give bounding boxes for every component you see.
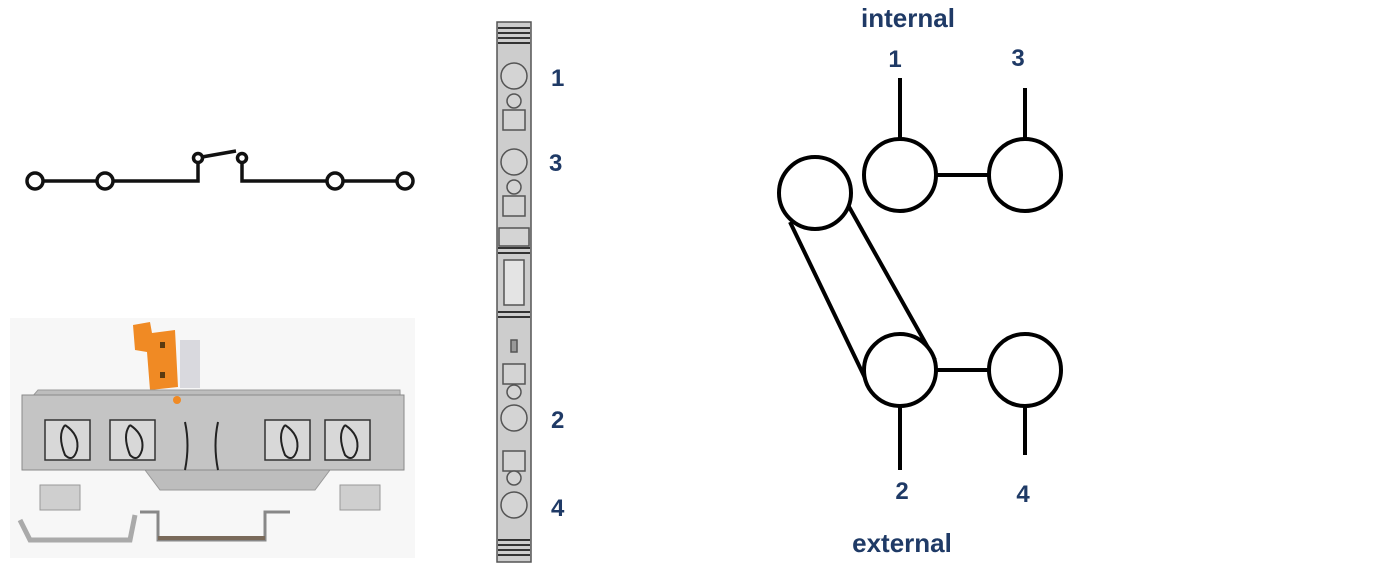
terminal-4-label: 4 <box>1016 481 1030 508</box>
strip-label-2: 2 <box>551 407 564 434</box>
terminal-1-circle <box>862 137 938 213</box>
strip-label-1: 1 <box>551 65 564 92</box>
terminal-1-label: 1 <box>888 46 901 73</box>
external-label: external <box>852 528 952 558</box>
strip-label-4: 4 <box>551 495 565 522</box>
terminal-block-front-view: 1 3 2 4 <box>496 21 565 563</box>
terminal-2-circle <box>862 332 938 408</box>
disconnect-lever <box>133 322 178 390</box>
terminal-4-circle <box>987 332 1063 408</box>
connection-diagram <box>777 78 1063 470</box>
terminal-2-label: 2 <box>895 478 908 505</box>
terminal-3-circle <box>987 137 1063 213</box>
terminal-block-side-view <box>10 318 415 558</box>
terminal-3-label: 3 <box>1011 45 1024 72</box>
strip-label-3: 3 <box>549 150 562 177</box>
disconnect-link-circle <box>777 155 853 231</box>
switch-schematic <box>25 149 415 191</box>
internal-label: internal <box>861 3 955 33</box>
